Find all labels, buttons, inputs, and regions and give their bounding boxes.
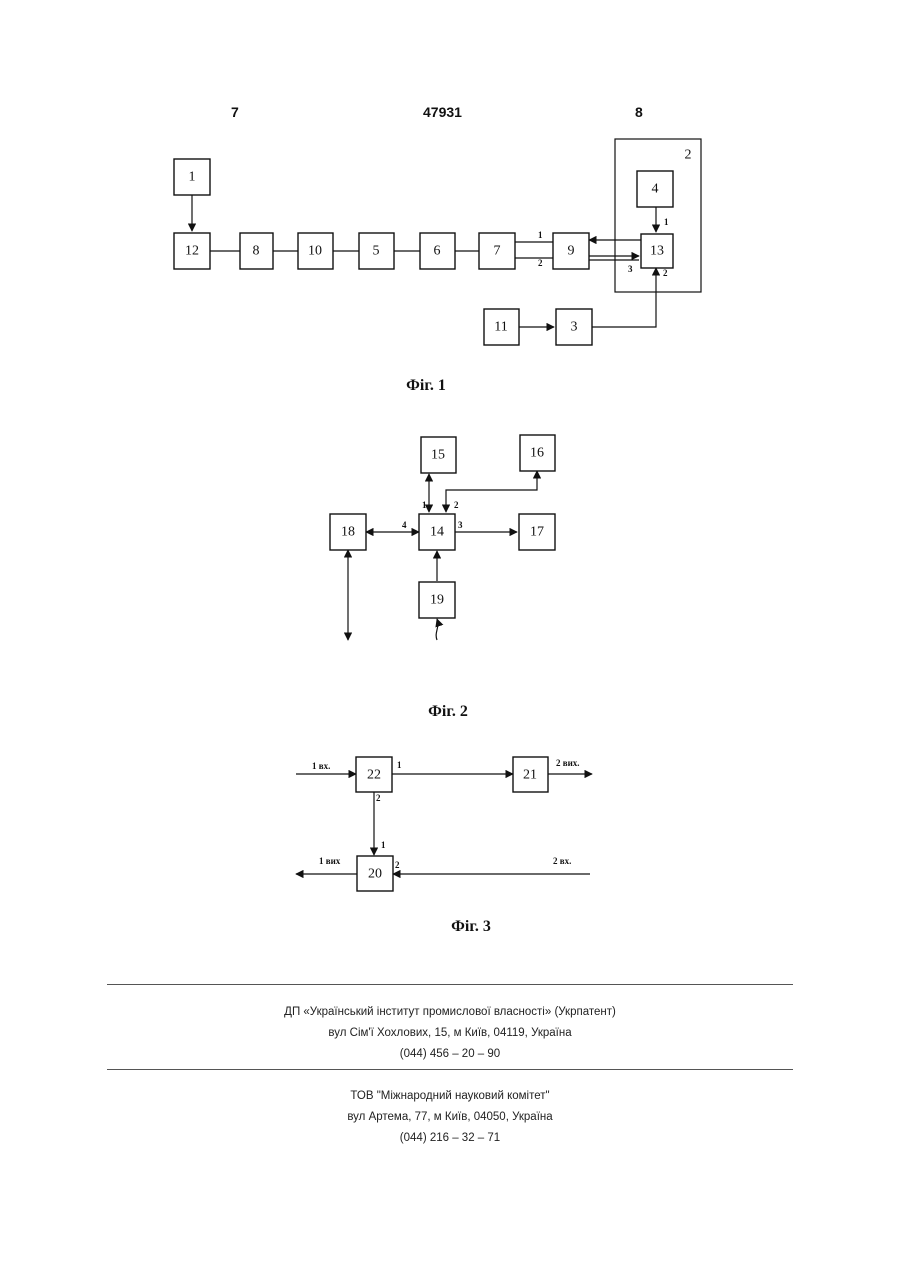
printer-address: вул Артема, 77, м Київ, 04050, Україна bbox=[0, 1107, 900, 1128]
block-6: 6 bbox=[420, 233, 455, 269]
svg-text:11: 11 bbox=[494, 320, 507, 335]
block-13: 13 bbox=[641, 234, 673, 268]
figures-canvas: 2 1 2 1 2 3 1 12 8 10 5 6 7 9 4 13 11 3 … bbox=[0, 0, 900, 960]
pin-label: 1 bbox=[422, 500, 427, 510]
figure-2-caption: Фіг. 2 bbox=[428, 703, 468, 720]
block-7: 7 bbox=[479, 233, 515, 269]
arrow-3-to-13 bbox=[592, 268, 656, 327]
svg-text:12: 12 bbox=[185, 244, 199, 259]
divider-top bbox=[107, 984, 793, 985]
arrow-input-to-19 bbox=[436, 619, 438, 640]
arrow-14-16 bbox=[446, 471, 537, 512]
svg-text:15: 15 bbox=[431, 448, 445, 463]
block-5: 5 bbox=[359, 233, 394, 269]
printer-phone: (044) 216 – 32 – 71 bbox=[0, 1128, 900, 1149]
pin-label: 1 bbox=[397, 760, 402, 770]
pin-label: 3 bbox=[628, 264, 633, 274]
svg-text:22: 22 bbox=[367, 768, 381, 783]
block-17: 17 bbox=[519, 514, 555, 550]
port-label-in1: 1 вх. bbox=[312, 761, 330, 771]
svg-text:5: 5 bbox=[373, 244, 380, 259]
pin-label: 3 bbox=[458, 520, 463, 530]
port-label-out2: 2 вих. bbox=[556, 758, 580, 768]
publisher-address: вул Сім'ї Хохлових, 15, м Київ, 04119, У… bbox=[0, 1023, 900, 1044]
pin-label: 2 bbox=[395, 860, 400, 870]
block-10: 10 bbox=[298, 233, 333, 269]
block-14: 14 bbox=[419, 514, 455, 550]
figure-3: 1 вх. 2 вих. 1 вих 2 вх. 1 2 1 2 22 21 2… bbox=[296, 757, 592, 935]
svg-text:9: 9 bbox=[568, 244, 575, 259]
publisher-block: ДП «Український інститут промислової вла… bbox=[0, 1002, 900, 1065]
svg-text:20: 20 bbox=[368, 867, 382, 882]
block-3: 3 bbox=[556, 309, 592, 345]
block-15: 15 bbox=[421, 437, 456, 473]
svg-text:4: 4 bbox=[652, 182, 659, 197]
pin-label: 2 bbox=[663, 268, 668, 278]
svg-text:14: 14 bbox=[430, 525, 444, 540]
pin-label: 2 bbox=[376, 793, 381, 803]
block-8: 8 bbox=[240, 233, 273, 269]
svg-text:7: 7 bbox=[494, 244, 501, 259]
container-label-2: 2 bbox=[685, 148, 692, 163]
block-22: 22 bbox=[356, 757, 392, 792]
block-19: 19 bbox=[419, 582, 455, 618]
svg-text:19: 19 bbox=[430, 593, 444, 608]
svg-text:8: 8 bbox=[253, 244, 260, 259]
svg-text:1: 1 bbox=[189, 170, 196, 185]
figure-1-caption: Фіг. 1 bbox=[406, 377, 446, 394]
printer-name: ТОВ "Міжнародний науковий комітет" bbox=[0, 1086, 900, 1107]
pin-label: 2 bbox=[538, 258, 543, 268]
svg-text:17: 17 bbox=[530, 525, 544, 540]
svg-text:6: 6 bbox=[434, 244, 441, 259]
svg-text:13: 13 bbox=[650, 244, 664, 259]
pin-label: 1 bbox=[538, 230, 543, 240]
block-20: 20 bbox=[357, 856, 393, 891]
port-label-in2: 2 вх. bbox=[553, 856, 571, 866]
port-label-out1: 1 вих bbox=[319, 856, 341, 866]
svg-text:3: 3 bbox=[571, 320, 578, 335]
block-12: 12 bbox=[174, 233, 210, 269]
figure-2: 1 2 3 4 15 16 18 14 17 19 Фіг. 2 bbox=[330, 435, 555, 720]
block-4: 4 bbox=[637, 171, 673, 207]
block-18: 18 bbox=[330, 514, 366, 550]
printer-block: ТОВ "Міжнародний науковий комітет" вул А… bbox=[0, 1086, 900, 1149]
pin-label: 1 bbox=[381, 840, 386, 850]
svg-text:16: 16 bbox=[530, 446, 544, 461]
svg-text:18: 18 bbox=[341, 525, 355, 540]
figure-3-caption: Фіг. 3 bbox=[451, 918, 491, 935]
publisher-name: ДП «Український інститут промислової вла… bbox=[0, 1002, 900, 1023]
svg-text:21: 21 bbox=[523, 768, 537, 783]
pin-label: 1 bbox=[664, 217, 669, 227]
block-16: 16 bbox=[520, 435, 555, 471]
pin-label: 4 bbox=[402, 520, 407, 530]
figure-1: 2 1 2 1 2 3 1 12 8 10 5 6 7 9 4 13 11 3 … bbox=[174, 139, 701, 394]
svg-text:10: 10 bbox=[308, 244, 322, 259]
divider-bottom bbox=[107, 1069, 793, 1070]
block-1: 1 bbox=[174, 159, 210, 195]
publisher-phone: (044) 456 – 20 – 90 bbox=[0, 1044, 900, 1065]
block-11: 11 bbox=[484, 309, 519, 345]
block-9: 9 bbox=[553, 233, 589, 269]
block-21: 21 bbox=[513, 757, 548, 792]
pin-label: 2 bbox=[454, 500, 459, 510]
